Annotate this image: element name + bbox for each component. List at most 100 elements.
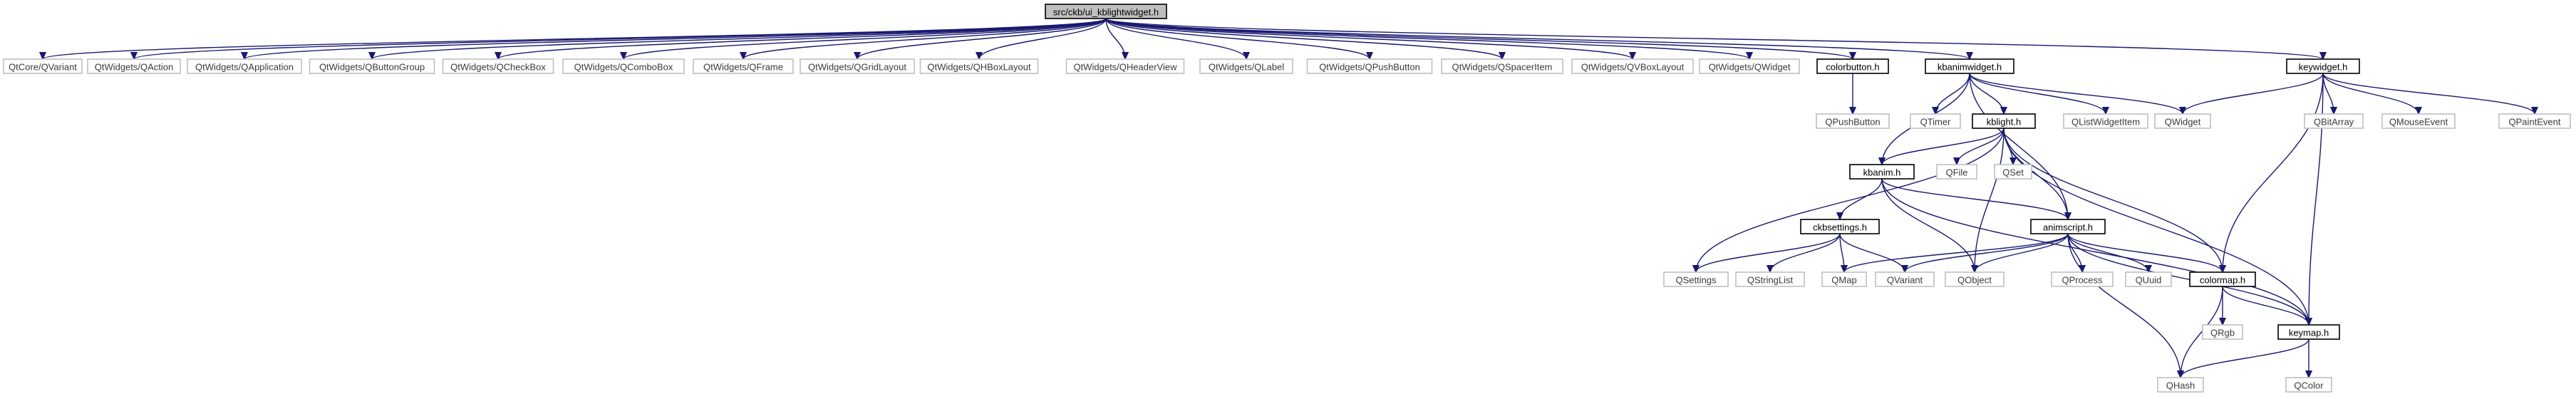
node-label-qhash: QHash <box>2166 380 2195 391</box>
node-box-qbitarray <box>2304 113 2364 129</box>
node-box-qstringlist <box>1735 271 1805 287</box>
edge-root-to-qpushbutton_w <box>1105 18 1370 59</box>
edge-root-to-qcheckbox <box>498 18 1107 59</box>
node-root[interactable]: src/ckb/ui_kblightwidget.h <box>1045 4 1167 19</box>
node-qframe: QtWidgets/QFrame <box>693 58 794 74</box>
node-qpushbutton: QPushButton <box>1816 113 1890 129</box>
node-label-kbanim: kbanim.h <box>1863 167 1901 178</box>
edge-kblight-to-keymap <box>2003 128 2309 325</box>
node-kblight[interactable]: kblight.h <box>1972 113 2036 129</box>
node-ckbsettings[interactable]: ckbsettings.h <box>1800 219 1880 234</box>
node-box-qmouseevent <box>2381 113 2456 129</box>
node-box-qobject <box>1945 271 2005 287</box>
node-label-qpaintevent: QPaintEvent <box>2509 117 2561 128</box>
node-box-colorbutton <box>1816 58 1889 74</box>
node-box-qaction <box>87 58 181 74</box>
edge-animscript-to-quuid <box>2067 233 2148 272</box>
edge-ckbsettings-to-qvariant <box>1839 233 1905 272</box>
node-box-qfile <box>1936 164 1977 180</box>
node-box-kblight <box>1972 113 2036 129</box>
node-qmouseevent: QMouseEvent <box>2381 113 2456 129</box>
edge-root-to-qframe <box>743 18 1107 59</box>
node-label-qsettings: QSettings <box>1675 275 1717 286</box>
node-keymap[interactable]: keymap.h <box>2277 324 2340 340</box>
edge-root-to-qspaceritem <box>1105 18 1502 59</box>
node-label-qpushbutton: QPushButton <box>1825 117 1880 128</box>
node-label-kblight: kblight.h <box>1987 117 2021 128</box>
edge-root-to-colorbutton <box>1105 18 1853 59</box>
node-box-qapplication <box>187 58 302 74</box>
edge-keywidget-to-colormap <box>2223 73 2324 272</box>
edge-root-to-qgridlayout <box>857 18 1107 59</box>
node-qvariant: QVariant <box>1875 271 1935 287</box>
node-box-qcombobox <box>562 58 685 74</box>
node-qset: QSet <box>1994 164 2032 180</box>
edge-root-to-qvboxlayout <box>1105 18 1633 59</box>
edge-root-to-qlabel <box>1105 18 1246 59</box>
edge-kblight-to-qfile <box>1957 128 2005 165</box>
node-qcheckbox: QtWidgets/QCheckBox <box>442 58 554 74</box>
node-label-qbitarray: QBitArray <box>2314 117 2354 128</box>
node-box-qvariant <box>1875 271 1935 287</box>
node-label-quuid: QUuid <box>2136 275 2162 286</box>
node-label-qspaceritem: QtWidgets/QSpacerItem <box>1452 62 1553 73</box>
node-qvboxlayout: QtWidgets/QVBoxLayout <box>1571 58 1694 74</box>
node-qbitarray: QBitArray <box>2304 113 2364 129</box>
node-qpaintevent: QPaintEvent <box>2498 113 2571 129</box>
edge-ckbsettings-to-qsettings <box>1696 233 1841 272</box>
node-label-ckbsettings: ckbsettings.h <box>1813 222 1867 233</box>
node-qstringlist: QStringList <box>1735 271 1805 287</box>
edge-kbanim-to-ckbsettings <box>1840 178 1883 219</box>
node-box-qhboxlayout <box>919 58 1039 74</box>
node-label-qvariant: QVariant <box>1887 275 1923 286</box>
node-box-qlabel <box>1199 58 1293 74</box>
edge-kbanimwidget-to-qwidget <box>1969 73 2183 114</box>
node-label-qset: QSet <box>2002 167 2024 178</box>
edge-keywidget-to-qmouseevent <box>2322 73 2419 114</box>
node-label-qaction: QtWidgets/QAction <box>95 62 174 73</box>
edge-animscript-to-colormap <box>2067 233 2223 272</box>
edge-animscript-to-keymap <box>2067 233 2309 325</box>
node-box-quuid <box>2125 271 2172 287</box>
node-qtimer: QTimer <box>1910 113 1961 129</box>
edge-kbanim-to-animscript <box>1881 178 2068 219</box>
node-label-qmouseevent: QMouseEvent <box>2389 117 2448 128</box>
node-box-qsettings <box>1663 271 1729 287</box>
edge-kbanimwidget-to-kblight <box>1969 73 2004 114</box>
node-qhboxlayout: QtWidgets/QHBoxLayout <box>919 58 1039 74</box>
node-kbanim[interactable]: kbanim.h <box>1849 164 1915 180</box>
edge-kbanimwidget-to-qtimer <box>1935 73 1970 114</box>
node-box-kbanim <box>1849 164 1915 180</box>
node-qlistwidgetitem: QListWidgetItem <box>2063 113 2148 129</box>
node-keywidget[interactable]: keywidget.h <box>2286 58 2360 74</box>
edge-kblight-to-qobject <box>1975 128 2005 272</box>
node-label-qrgb: QRgb <box>2210 328 2235 338</box>
node-qfile: QFile <box>1936 164 1977 180</box>
edge-keymap-to-qhash <box>2181 338 2309 378</box>
node-label-qwidget_w: QtWidgets/QWidget <box>1709 62 1791 73</box>
edge-animscript-to-qhash <box>2067 233 2181 378</box>
node-colorbutton[interactable]: colorbutton.h <box>1816 58 1889 74</box>
node-animscript[interactable]: animscript.h <box>2030 219 2106 234</box>
node-box-kbanimwidget <box>1925 58 2014 74</box>
edge-animscript-to-qmap <box>1844 233 2069 272</box>
node-box-animscript <box>2030 219 2106 234</box>
node-qhash: QHash <box>2157 377 2204 393</box>
node-box-qhash <box>2157 377 2204 393</box>
edge-root-to-kbanimwidget <box>1105 18 1970 59</box>
node-box-qgridlayout <box>800 58 915 74</box>
node-kbanimwidget[interactable]: kbanimwidget.h <box>1925 58 2014 74</box>
node-box-qvariant_core <box>3 58 83 74</box>
node-qapplication: QtWidgets/QApplication <box>187 58 302 74</box>
nodes-layer: src/ckb/ui_kblightwidget.hQtCore/QVarian… <box>3 4 2571 393</box>
node-qaction: QtWidgets/QAction <box>87 58 181 74</box>
node-qsettings: QSettings <box>1663 271 1729 287</box>
node-label-qgridlayout: QtWidgets/QGridLayout <box>808 62 906 73</box>
edge-root-to-qapplication <box>244 18 1107 59</box>
node-label-animscript: animscript.h <box>2043 222 2093 233</box>
node-box-qpushbutton <box>1816 113 1890 129</box>
edges-layer <box>43 18 2535 378</box>
node-box-qpaintevent <box>2498 113 2571 129</box>
node-colormap[interactable]: colormap.h <box>2189 271 2256 287</box>
edge-keywidget-to-qwidget <box>2183 73 2324 114</box>
